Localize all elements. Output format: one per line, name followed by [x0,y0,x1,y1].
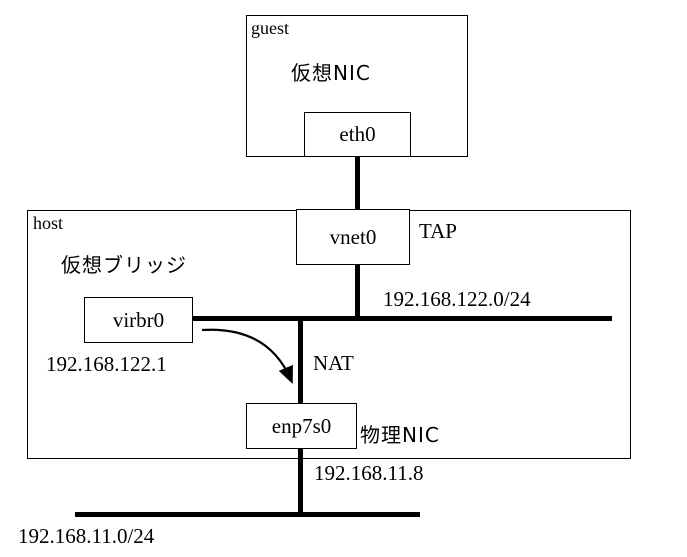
eth0-box: eth0 [304,112,411,157]
virbr0-label: virbr0 [112,307,165,332]
bridge-subnet-label: 192.168.122.0/24 [383,287,531,311]
virtual-bridge-label: 仮想ブリッジ [61,253,187,277]
eth0-label: eth0 [339,122,376,146]
virbr0-ip-label: 192.168.122.1 [46,352,167,376]
host-ip-label: 192.168.11.8 [314,461,424,485]
virbr0-box: virbr0 [84,297,193,343]
nat-arrow [201,328,293,385]
bridge-to-enp7s0-link [298,318,303,405]
host-label: host [33,213,64,233]
physical-nic-label: 物理NIC [360,423,440,447]
bridge-line [192,316,612,321]
virtual-nic-label: 仮想NIC [291,61,371,85]
guest-label: guest [251,18,289,38]
tap-label: TAP [419,219,457,243]
eth0-to-vnet0-link [355,156,360,212]
nat-label: NAT [313,351,354,375]
enp7s0-to-lan-link [298,449,303,515]
enp7s0-label: enp7s0 [271,413,332,438]
vnet0-label: vnet0 [329,224,377,249]
vnet0-box: vnet0 [296,209,410,265]
enp7s0-box: enp7s0 [246,403,357,449]
lan-line [75,512,420,517]
lan-subnet-label: 192.168.11.0/24 [18,524,155,548]
vnet0-to-bridge-link [355,265,360,319]
